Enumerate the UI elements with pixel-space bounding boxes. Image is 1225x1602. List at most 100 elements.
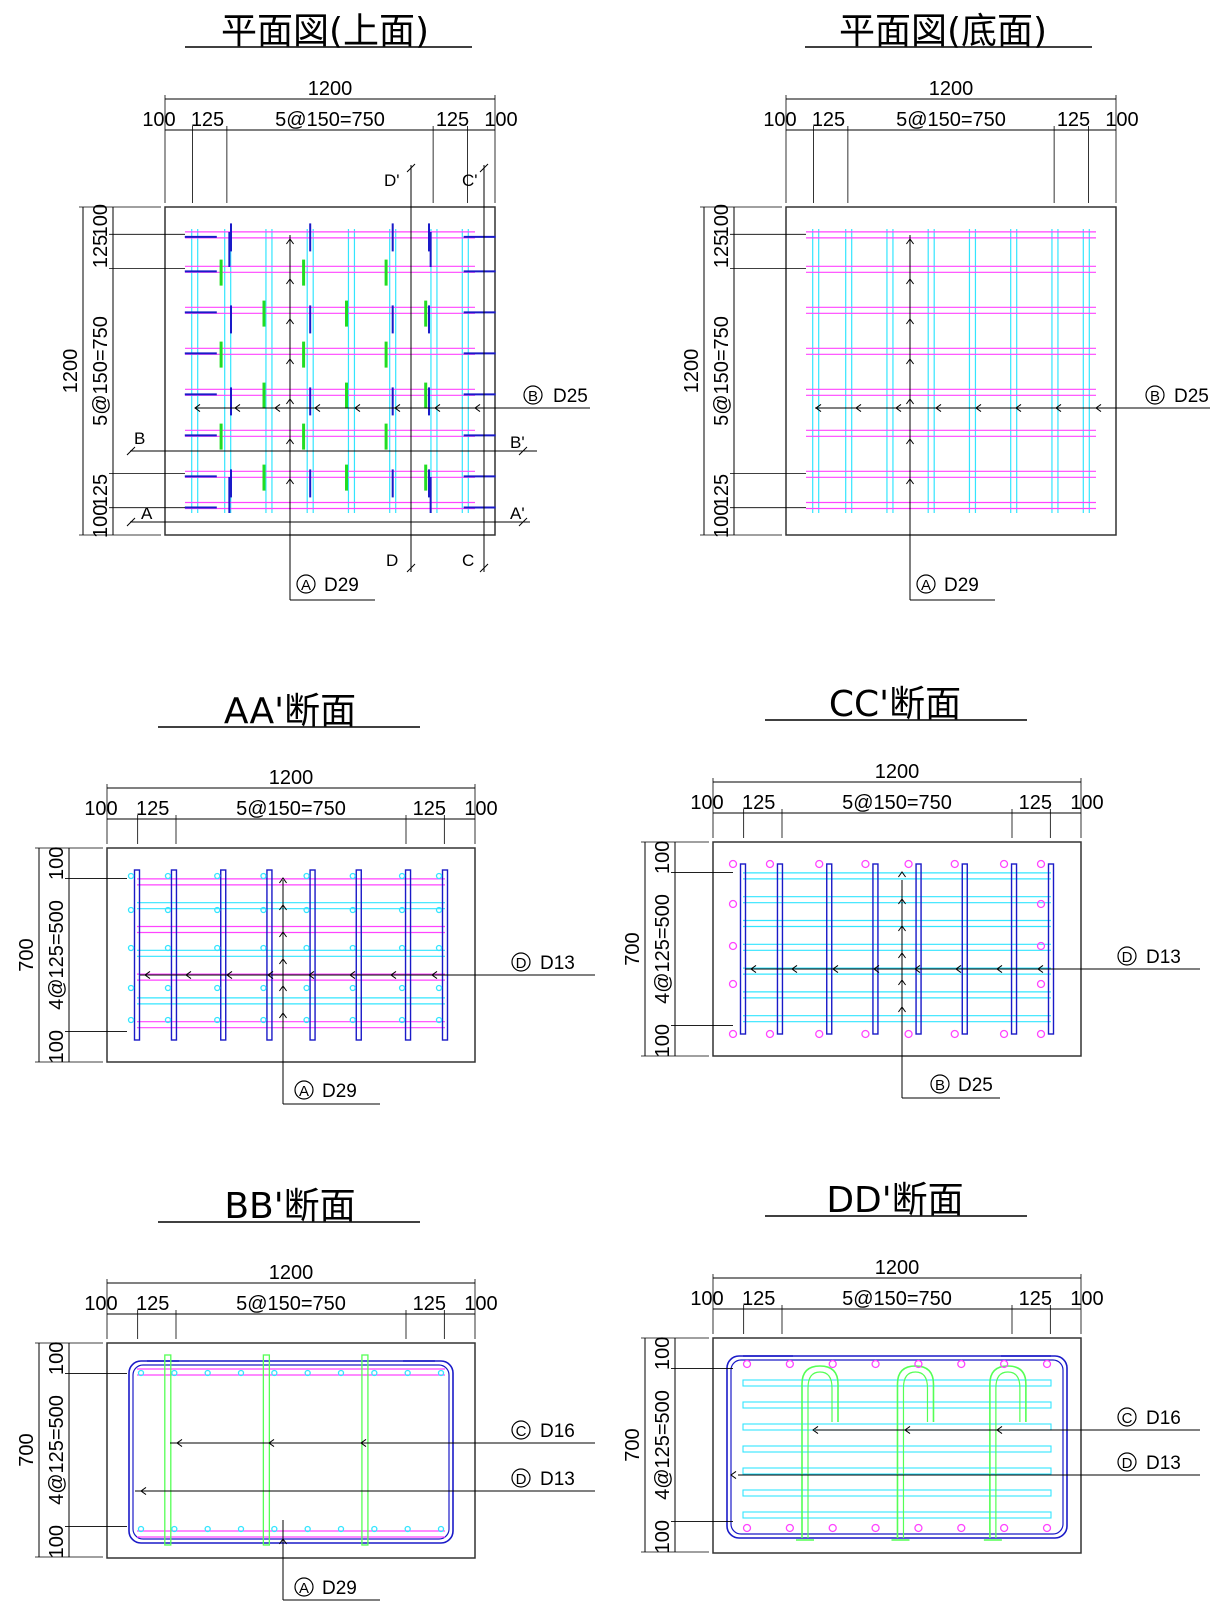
rebar-section-circle — [765, 859, 775, 869]
section-rebar-v — [826, 863, 833, 1035]
dim-overall-vertical-text: 700 — [622, 1428, 644, 1461]
rebar-section-circle — [137, 1369, 145, 1377]
callout-a-mark-bb: A — [299, 1580, 309, 1597]
section-rebar-v — [266, 869, 273, 1041]
callout-b-mark-cc: B — [935, 1077, 945, 1094]
rebar-section-circle — [204, 1525, 211, 1533]
section-marker-d — [406, 163, 416, 573]
plan-top-title: 平面図(上面) — [221, 11, 429, 52]
rebar-section-circle — [871, 1359, 880, 1369]
dim-segment-vertical-text: 5@150=750 — [90, 316, 112, 426]
rebar-section-circle — [260, 906, 267, 914]
dim-overall-vertical-text: 1200 — [60, 349, 82, 394]
dim-overall-vertical-text: 1200 — [681, 349, 703, 394]
rebar-section-circle — [785, 1359, 795, 1369]
rebar-section-circle — [398, 984, 406, 992]
rebar-section-circle — [137, 1525, 145, 1533]
dim-segment-text: 125 — [413, 1293, 446, 1315]
section-rebar-v — [170, 869, 178, 1041]
callout-d-label-dd: D13 — [1146, 1453, 1181, 1474]
dim-overall-text: 1200 — [308, 78, 353, 100]
rebar-section-circle — [437, 1525, 445, 1533]
rebar-section-circle — [815, 1029, 824, 1039]
rebar-section-circle — [271, 1525, 278, 1533]
rebar-section-circle — [337, 1525, 345, 1533]
rebar-section-circle — [337, 1369, 345, 1377]
rebar-section-circle — [204, 1369, 211, 1377]
callout-a-mark-bottom: A — [921, 577, 931, 594]
dim-segment-text: 125 — [191, 109, 224, 131]
dim-segment-vertical-text: 125 — [711, 235, 733, 268]
rebar-section-circle — [950, 1029, 959, 1039]
dim-overall-text: 1200 — [929, 78, 974, 100]
dim-segment-text: 5@150=750 — [275, 109, 385, 131]
dim-segment-vertical-text: 100 — [652, 841, 674, 874]
leader-arrow-up — [279, 877, 287, 884]
section-rebar-v — [776, 863, 784, 1035]
rebar-section-circle — [398, 1016, 406, 1024]
callout-d-mark-bb: D — [516, 1471, 527, 1488]
rebar-section-circle — [435, 944, 443, 952]
dim-segment-text: 100 — [484, 109, 517, 131]
rebar-section-circle — [164, 984, 172, 992]
rebar-section-circle — [303, 872, 310, 880]
section-bb-rebars — [128, 1354, 454, 1546]
rebar-section-circle — [728, 899, 738, 909]
rebar-section-circle — [904, 1029, 913, 1039]
rebar-section-circle — [127, 944, 135, 952]
dim-segment-vertical-text: 100 — [652, 1337, 674, 1370]
rebar-section-circle — [214, 906, 221, 914]
callout-c-d16-dd: C D16 — [815, 1407, 1200, 1431]
rebar-section-circle — [728, 941, 738, 951]
rebar-section-circle — [950, 859, 959, 869]
dim-overall-vertical-text: 700 — [16, 938, 38, 971]
section-label-a-prime: A' — [510, 504, 525, 523]
callout-b-label-bottom: D25 — [1174, 386, 1209, 407]
rebar-section-circle — [214, 872, 221, 880]
section-marker-c — [479, 163, 489, 573]
rebar-section-circle — [303, 906, 310, 914]
rebar-section-circle — [371, 1369, 378, 1377]
dim-segment-text: 100 — [690, 1288, 723, 1310]
title-section-cc: CC'断面 — [765, 684, 1027, 725]
dim-segment-vertical-text: 100 — [46, 1525, 68, 1558]
dim-segment-vertical-text: 125 — [711, 474, 733, 507]
rebar-section-circle — [1036, 899, 1046, 909]
rebar-section-circle — [957, 1523, 966, 1533]
green-stirrup — [361, 1354, 369, 1546]
rebar-section-circle — [260, 872, 267, 880]
title-section-bb: BB'断面 — [158, 1186, 420, 1227]
dim-segment-vertical-text: 5@150=750 — [711, 316, 733, 426]
section-rebar-v — [739, 863, 747, 1035]
rebar-section-circle — [728, 979, 738, 989]
dim-overall-text: 1200 — [269, 767, 314, 789]
dim-segment-text: 100 — [142, 109, 175, 131]
rebar-section-circle — [164, 944, 172, 952]
rebar-section-circle — [237, 1525, 245, 1533]
rebar-section-circle — [999, 859, 1009, 869]
dim-segment-vertical-text: 4@125=500 — [46, 900, 68, 1010]
rebar-section-circle — [164, 872, 172, 880]
plan-bottom-title: 平面図(底面) — [839, 11, 1047, 52]
rebar-section-circle — [349, 944, 356, 952]
section-rebar-v — [309, 869, 316, 1041]
callout-a-d29-bb: A D29 — [282, 1520, 380, 1601]
dim-segment-vertical-text: 100 — [652, 1520, 674, 1553]
section-label-c: C — [462, 551, 474, 570]
dim-segment-text: 100 — [763, 109, 796, 131]
dim-segment-vertical-text: 100 — [711, 505, 733, 538]
dim-overall-text: 1200 — [269, 1262, 314, 1284]
dim-segment-vertical-text: 100 — [46, 1342, 68, 1375]
section-rebar-v — [441, 869, 449, 1041]
callout-b-d25-cc: B D25 — [901, 880, 1000, 1099]
rebar-section-circle — [765, 1029, 775, 1039]
title-plan-bottom: 平面図(底面) — [805, 11, 1092, 52]
section-label-c-prime: C' — [462, 171, 478, 190]
callout-a-label-aa: D29 — [322, 1081, 357, 1102]
